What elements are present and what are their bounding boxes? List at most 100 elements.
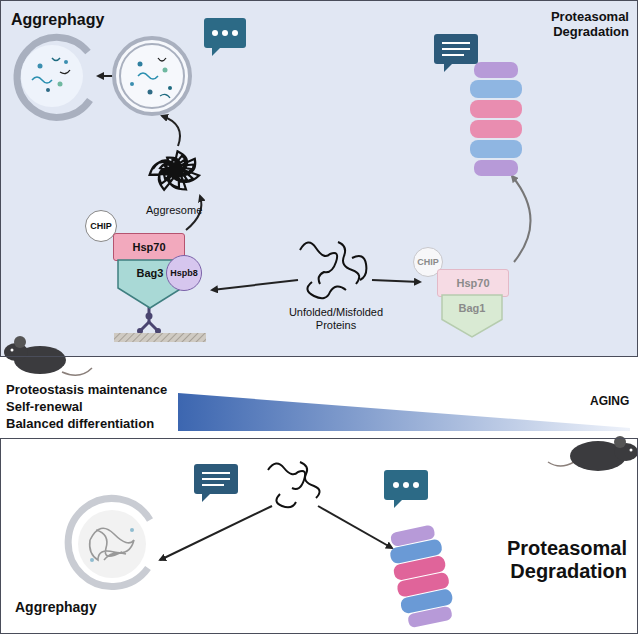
- aging-label: AGING: [590, 395, 629, 409]
- speech-bubble: [194, 464, 238, 502]
- illustration-part: [11, 349, 14, 352]
- panel-ground: [1, 1, 638, 356]
- illustration-part: [442, 54, 464, 56]
- illustration-part: [630, 449, 633, 452]
- arrow: [372, 280, 420, 282]
- illustration-part: [168, 86, 172, 90]
- speech-bubble: [434, 34, 478, 72]
- protein-label: CHIP: [417, 257, 439, 267]
- illustration-part: [548, 462, 574, 466]
- arrow: [212, 280, 298, 290]
- illustration-part: [130, 82, 134, 86]
- illustration-part: [470, 120, 522, 138]
- illustration-part: [138, 62, 143, 67]
- illustration-part: [194, 464, 238, 494]
- illustration-part: [470, 100, 522, 118]
- protein-label: Hsp70: [456, 277, 489, 290]
- shape-outline: [441, 294, 503, 338]
- illustration-part: [78, 510, 146, 578]
- phenotype-label: Self-renewal: [6, 400, 83, 415]
- panel-title: Aggrephagy: [11, 11, 104, 29]
- illustration-part: [444, 63, 453, 72]
- protein-label: Hspb8: [170, 268, 198, 278]
- illustration-part: [38, 64, 43, 69]
- autolysosome: [17, 37, 90, 117]
- illustration-part: [384, 470, 428, 500]
- illustration-part: [90, 528, 134, 560]
- illustration-part: [158, 58, 166, 61]
- illustration-part: [204, 18, 246, 48]
- illustration-part: [276, 494, 296, 507]
- illustration-part: [114, 38, 190, 114]
- faded-autophagosome: [68, 498, 150, 586]
- illustration-part: [130, 528, 134, 532]
- young-mouse: [4, 336, 92, 375]
- illustration-part: [470, 80, 522, 98]
- illustration-part: [32, 77, 52, 83]
- illustration-part: [393, 482, 399, 488]
- illustration-part: [60, 70, 70, 74]
- illustration-part: [474, 62, 518, 78]
- illustration-part: [413, 482, 419, 488]
- aggresome-scribble: [150, 151, 200, 189]
- panel-title: Proteasomal Degradation: [477, 537, 627, 583]
- illustration-part: [138, 73, 158, 79]
- shape-outline: [442, 295, 502, 337]
- illustration-part: [338, 242, 359, 284]
- panel-title: Aggrephagy: [15, 599, 97, 615]
- illustration-part: [212, 30, 218, 36]
- structure-label: Aggresome: [146, 204, 202, 217]
- illustration-part: [300, 242, 337, 284]
- autophagosome: [114, 38, 190, 114]
- illustration-part: [163, 68, 168, 73]
- unfolded-proteins: [300, 242, 366, 298]
- illustration-part: [202, 472, 230, 474]
- proteasome: [470, 62, 522, 176]
- illustration-part: [148, 90, 153, 95]
- illustration-part: [202, 478, 230, 480]
- protein-label: Bag1: [459, 302, 486, 315]
- illustration-part: [268, 463, 305, 489]
- illustration-part: [14, 336, 26, 348]
- panel: AggrephagyProteasomal DegradationCHIPHsp…: [0, 0, 638, 357]
- illustration-part: [232, 30, 238, 36]
- proteasome: [386, 524, 457, 630]
- illustration-part: [403, 482, 409, 488]
- illustration-part: [141, 322, 149, 330]
- illustration-part: [300, 462, 320, 498]
- structure-label: Unfolded/Misfolded Proteins: [280, 306, 392, 331]
- illustration-part: [222, 30, 228, 36]
- phenotype-label: Proteostasis maintenance: [6, 383, 167, 398]
- illustration-part: [307, 282, 346, 298]
- panel-ground: [1, 439, 638, 632]
- hsp70-box: Hsp70: [437, 269, 509, 297]
- illustration-part: [17, 37, 90, 117]
- illustration-part: [394, 499, 403, 508]
- illustration-part: [146, 313, 153, 320]
- bag1-shape: Bag1: [441, 294, 503, 338]
- speech-bubble: [384, 470, 428, 508]
- illustration-part: [58, 82, 63, 87]
- decline-wedge: [178, 393, 630, 431]
- illustration-part: [149, 322, 157, 330]
- arrow: [162, 116, 180, 146]
- illustration-part: [407, 606, 453, 629]
- arrow: [160, 506, 272, 560]
- illustration-part: [64, 60, 68, 64]
- illustration-part: [442, 42, 470, 44]
- illustration-part: [68, 498, 150, 586]
- protein-label: Hsp70: [132, 241, 165, 254]
- illustration-part: [352, 256, 366, 280]
- illustration-part: [120, 44, 184, 108]
- illustration-part: [434, 34, 478, 64]
- protein-label: CHIP: [90, 221, 112, 231]
- phenotype-label: Balanced differentiation: [6, 417, 154, 432]
- speech-bubble: [204, 18, 246, 56]
- illustration-part: [52, 58, 60, 61]
- illustration-part: [474, 160, 518, 176]
- membrane-anchor: [114, 306, 206, 342]
- unfolded-proteins: [268, 462, 320, 507]
- illustration-part: [442, 48, 470, 50]
- illustration-part: [90, 558, 94, 562]
